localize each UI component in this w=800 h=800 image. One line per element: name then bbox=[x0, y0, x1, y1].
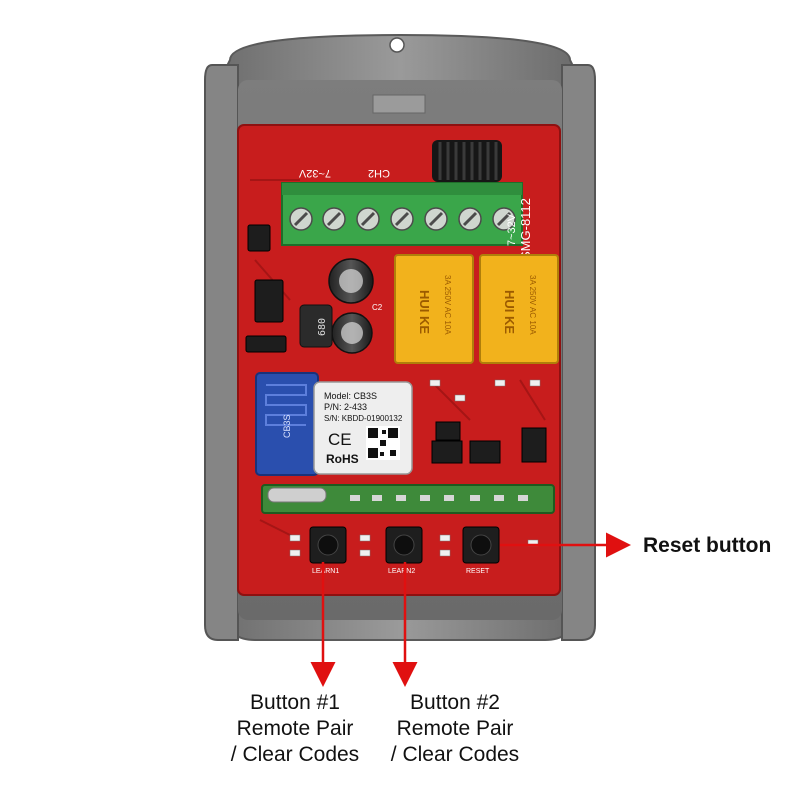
button1-line2: Remote Pair bbox=[236, 717, 354, 740]
terminal-channel-label: CH2 bbox=[368, 167, 390, 179]
mount-hole-icon bbox=[389, 37, 405, 53]
learn2-silkscreen: LEARN2 bbox=[388, 568, 415, 575]
capacitors: C2 bbox=[328, 258, 383, 354]
button2-line2: Remote Pair bbox=[396, 717, 514, 740]
antenna-coil bbox=[432, 140, 502, 182]
relay-left-rating: 3A 250V AC 10A bbox=[443, 275, 452, 335]
reset-button[interactable] bbox=[462, 526, 500, 564]
button2-annotation: Button #2 Remote Pair / Clear Codes bbox=[360, 690, 550, 768]
annotation-arrows bbox=[310, 532, 631, 687]
rf-receiver-board bbox=[261, 484, 555, 514]
relay-right: HUI KE 3A 250V AC 10A bbox=[479, 254, 559, 364]
relay-left-brand: HUI KE bbox=[417, 290, 432, 334]
rohs-mark: RoHS bbox=[326, 452, 359, 466]
reset-silkscreen: RESET bbox=[466, 568, 490, 575]
button1-title: Button #1 bbox=[250, 691, 340, 714]
model-code-label: SMG-8112 bbox=[518, 198, 533, 260]
button1-annotation: Button #1 Remote Pair / Clear Codes bbox=[200, 690, 390, 768]
qr-code-icon bbox=[366, 426, 400, 460]
terminal-voltage-right: 7~32V bbox=[506, 213, 518, 246]
smd-components bbox=[289, 379, 541, 557]
terminal-block bbox=[281, 182, 523, 246]
relay-left: HUI KE 3A 250V AC 10A bbox=[394, 254, 474, 364]
learn1-button[interactable] bbox=[309, 526, 347, 564]
reset-button-annotation: Reset button bbox=[643, 534, 772, 557]
module-model-text: Model: CB3S bbox=[324, 391, 377, 401]
button2-title: Button #2 bbox=[410, 691, 500, 714]
relay-right-rating: 3A 250V AC 10A bbox=[528, 275, 537, 335]
button2-line3: / Clear Codes bbox=[390, 743, 520, 766]
terminal-voltage-left: 7~32V bbox=[298, 167, 331, 179]
button1-line3: / Clear Codes bbox=[230, 743, 360, 766]
relay-right-brand: HUI KE bbox=[502, 290, 517, 334]
small-ics bbox=[245, 224, 547, 464]
capacitor-label: C2 bbox=[372, 303, 383, 312]
antenna-module-label: CB3S bbox=[282, 414, 292, 438]
inductor-label: 680 bbox=[317, 318, 328, 336]
module-pn-text: P/N: 2-433 bbox=[324, 402, 367, 412]
learn2-button[interactable] bbox=[385, 526, 423, 564]
learn1-silkscreen: LEARN1 bbox=[312, 568, 339, 575]
wifi-antenna-board: CB3S bbox=[255, 372, 319, 476]
inductor: 680 bbox=[299, 304, 333, 348]
module-sn-text: S/N: KBDD-01900132 bbox=[324, 414, 403, 423]
wifi-module: Model: CB3S P/N: 2-433 S/N: KBDD-0190013… bbox=[313, 381, 413, 475]
ce-mark-icon: CE bbox=[328, 430, 352, 449]
